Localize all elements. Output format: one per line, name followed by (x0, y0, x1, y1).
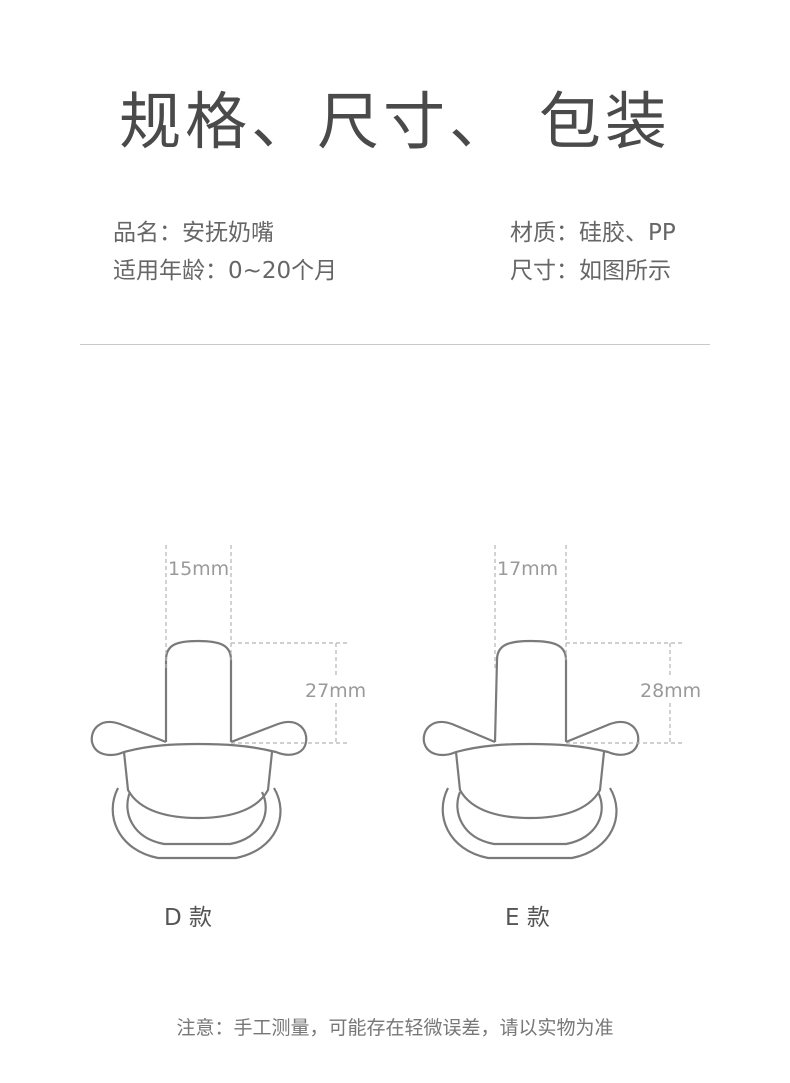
divider (80, 344, 710, 345)
d-width-label: 15mm (168, 558, 229, 580)
pacifier-e-drawing (422, 639, 640, 860)
pacifier-d-drawing (90, 639, 308, 860)
pacifier-d-dimensions (165, 545, 350, 744)
caption-d: D 款 (164, 905, 213, 931)
footer-note: 注意：手工测量，可能存在轻微误差，请以实物为准 (176, 1017, 614, 1039)
e-height-label: 28mm (640, 680, 701, 702)
spec-list-left: 品名：安抚奶嘴 适用年龄：0~20个月 (113, 214, 337, 290)
caption-e: E 款 (505, 905, 550, 931)
pacifier-diagrams: 15mm 27mm 17mm 28mm (90, 545, 701, 860)
pacifier-e-dimensions (494, 545, 684, 744)
spec-material: 材质：硅胶、PP (510, 220, 676, 246)
spec-age-range: 适用年龄：0~20个月 (113, 258, 338, 284)
e-width-label: 17mm (497, 558, 558, 580)
spec-list-right: 材质：硅胶、PP 尺寸：如图所示 (510, 214, 676, 290)
page-title: 规格、尺寸、 包装 (119, 85, 671, 158)
d-height-label: 27mm (305, 680, 366, 702)
spec-product-name: 品名：安抚奶嘴 (113, 220, 274, 246)
spec-size: 尺寸：如图所示 (510, 258, 671, 284)
